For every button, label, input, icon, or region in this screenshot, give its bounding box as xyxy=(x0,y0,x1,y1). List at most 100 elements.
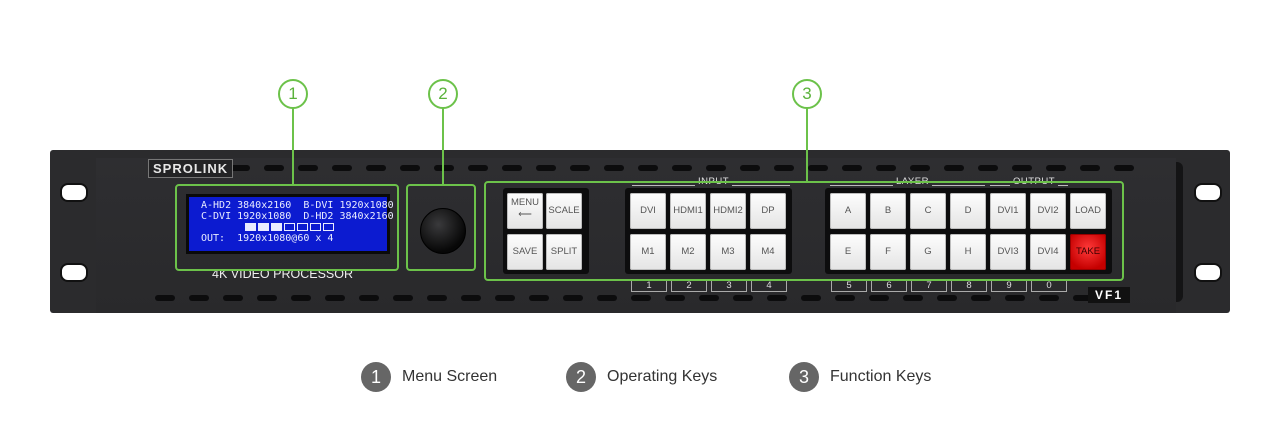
vent-slot xyxy=(189,295,209,301)
vent-slot xyxy=(570,165,590,171)
lcd-line-2: C-DVI 1920x1080 D-HD2 3840x2160 xyxy=(201,211,394,222)
scale-button[interactable]: SCALE xyxy=(546,193,582,229)
vent-slot xyxy=(298,165,318,171)
vent-slot xyxy=(631,295,651,301)
operating-knob[interactable] xyxy=(420,208,466,254)
legend-label-1: Menu Screen xyxy=(402,368,498,385)
return-arrow-icon: ⟵ xyxy=(518,209,532,220)
vent-slot xyxy=(672,165,692,171)
vent-slot xyxy=(366,165,386,171)
vent-slot xyxy=(767,295,787,301)
callout-3-line xyxy=(806,107,808,182)
vent-slot xyxy=(706,165,726,171)
lcd-line-1: A-HD2 3840x2160 B-DVI 1920x1080 xyxy=(201,200,394,211)
output-key-dvi1[interactable]: DVI1 xyxy=(990,193,1026,229)
vent-slot xyxy=(699,295,719,301)
take-button[interactable]: TAKE xyxy=(1070,234,1106,270)
vent-slot xyxy=(835,295,855,301)
layer-key-g[interactable]: G xyxy=(910,234,946,270)
vent-slot xyxy=(910,165,930,171)
vent-slot xyxy=(876,165,896,171)
vent-slot xyxy=(1005,295,1025,301)
callout-2: 2 xyxy=(428,79,458,109)
legend-label-2: Operating Keys xyxy=(607,368,718,385)
vent-slot xyxy=(495,295,515,301)
vent-slot xyxy=(468,165,488,171)
vent-slot xyxy=(808,165,828,171)
callout-3: 3 xyxy=(792,79,822,109)
vent-slot xyxy=(230,165,250,171)
vent-slot xyxy=(937,295,957,301)
layer-key-a[interactable]: A xyxy=(830,193,866,229)
vent-slot xyxy=(869,295,889,301)
layer-key-f[interactable]: F xyxy=(870,234,906,270)
vent-slot xyxy=(332,165,352,171)
layer-key-h[interactable]: H xyxy=(950,234,986,270)
load-button[interactable]: LOAD xyxy=(1070,193,1106,229)
vent-slot xyxy=(291,295,311,301)
vent-slot xyxy=(502,165,522,171)
input-key-hdmi2[interactable]: HDMI2 xyxy=(710,193,746,229)
vent-slot xyxy=(978,165,998,171)
vent-slot xyxy=(1046,165,1066,171)
rack-hole xyxy=(60,263,88,282)
vent-slot xyxy=(1039,295,1059,301)
rack-hole xyxy=(1194,263,1222,282)
vent-slot xyxy=(563,295,583,301)
input-key-m1[interactable]: M1 xyxy=(630,234,666,270)
legend-number-3: 3 xyxy=(789,362,819,392)
vent-slot xyxy=(359,295,379,301)
vent-slot xyxy=(1114,165,1134,171)
vent-slot xyxy=(774,165,794,171)
legend-number-2: 2 xyxy=(566,362,596,392)
vent-slot xyxy=(604,165,624,171)
vent-slot xyxy=(638,165,658,171)
layer-key-c[interactable]: C xyxy=(910,193,946,229)
vent-slot xyxy=(733,295,753,301)
vent-slot xyxy=(427,295,447,301)
vent-slot xyxy=(665,295,685,301)
function-keys-highlight xyxy=(484,181,1124,281)
input-key-m2[interactable]: M2 xyxy=(670,234,706,270)
layer-key-b[interactable]: B xyxy=(870,193,906,229)
vent-slot xyxy=(971,295,991,301)
menu-button[interactable]: MENU⟵ xyxy=(507,193,543,229)
vent-slot xyxy=(801,295,821,301)
layer-key-e[interactable]: E xyxy=(830,234,866,270)
callout-1: 1 xyxy=(278,79,308,109)
vent-slot xyxy=(597,295,617,301)
callout-2-line xyxy=(442,107,444,185)
vent-slot xyxy=(903,295,923,301)
lcd-line-4: OUT: 1920x1080@60 x 4 xyxy=(201,233,334,244)
vent-slot xyxy=(1012,165,1032,171)
input-key-dp[interactable]: DP xyxy=(750,193,786,229)
output-key-dvi3[interactable]: DVI3 xyxy=(990,234,1026,270)
vent-slot xyxy=(223,295,243,301)
operating-keys-highlight xyxy=(406,184,476,271)
model-badge: VF1 xyxy=(1088,287,1131,303)
legend-label-3: Function Keys xyxy=(830,368,932,385)
vent-slot xyxy=(400,165,420,171)
input-key-hdmi1[interactable]: HDMI1 xyxy=(670,193,706,229)
save-button[interactable]: SAVE xyxy=(507,234,543,270)
vent-slot xyxy=(264,165,284,171)
input-key-m4[interactable]: M4 xyxy=(750,234,786,270)
legend-number-1: 1 xyxy=(361,362,391,392)
input-key-dvi[interactable]: DVI xyxy=(630,193,666,229)
vent-slot xyxy=(740,165,760,171)
vent-slot xyxy=(325,295,345,301)
vent-slot xyxy=(536,165,556,171)
output-key-dvi2[interactable]: DVI2 xyxy=(1030,193,1066,229)
layer-key-d[interactable]: D xyxy=(950,193,986,229)
vent-slot xyxy=(434,165,454,171)
vent-slot xyxy=(842,165,862,171)
vent-slot xyxy=(155,295,175,301)
rack-hole xyxy=(1194,183,1222,202)
input-key-m3[interactable]: M3 xyxy=(710,234,746,270)
vent-slot xyxy=(1073,295,1093,301)
vent-slot xyxy=(393,295,413,301)
split-button[interactable]: SPLIT xyxy=(546,234,582,270)
vent-slot xyxy=(257,295,277,301)
output-key-dvi4[interactable]: DVI4 xyxy=(1030,234,1066,270)
callout-1-line xyxy=(292,107,294,185)
